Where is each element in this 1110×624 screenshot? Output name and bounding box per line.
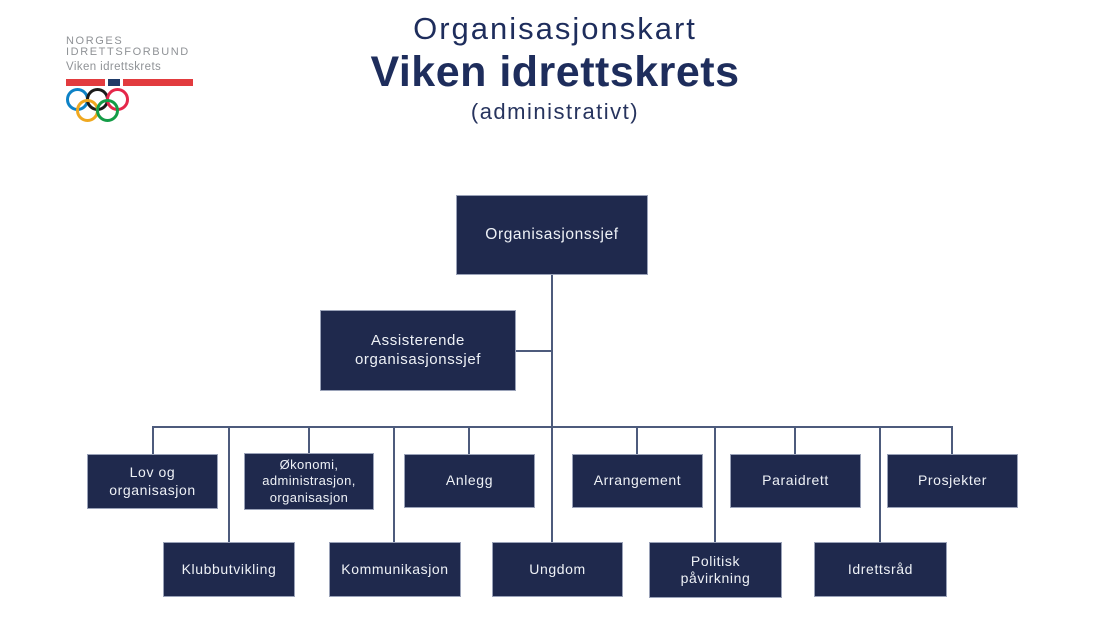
page-subtitle: Viken idrettskrets [370, 48, 740, 97]
connector-drop-politisk [714, 426, 716, 542]
connector-drop-paraidrett [794, 426, 796, 454]
org-node-kommunikasjon: Kommunikasjon [329, 542, 461, 597]
connector-drop-anlegg [468, 426, 470, 454]
connector-drop-kommunikasjon [393, 426, 395, 542]
org-node-lov-og-organisasjon: Lov og organisasjon [87, 454, 218, 509]
nif-logo: NORGES IDRETTSFORBUND Viken idrettskrets [66, 35, 196, 122]
org-node-prosjekter: Prosjekter [887, 454, 1018, 508]
org-node-idrettsrad: Idrettsråd [814, 542, 947, 597]
connector-drop-prosjekter [951, 426, 953, 454]
connector-deputy [516, 350, 553, 352]
flag-red-right [123, 79, 193, 86]
logo-org-name-line1: NORGES [66, 35, 124, 47]
olympic-rings-icon [66, 88, 130, 123]
page-header: Organisasjonskart Viken idrettskrets (ad… [0, 11, 1110, 125]
connector-drop-arrangement [636, 426, 638, 454]
org-node-okonomi: Økonomi, administrasjon, organisasjon [244, 453, 374, 510]
org-node-anlegg: Anlegg [404, 454, 535, 508]
logo-org-name-line2: IDRETTSFORBUND [66, 46, 190, 59]
org-node-ungdom: Ungdom [492, 542, 623, 597]
org-node-paraidrett: Paraidrett [730, 454, 861, 508]
org-node-organisasjonssjef: Organisasjonssjef [456, 195, 648, 275]
logo-region-name: Viken idrettskrets [66, 61, 162, 74]
olympic-ring-green [96, 99, 119, 122]
org-node-arrangement: Arrangement [572, 454, 703, 508]
page-title: Organisasjonskart [413, 11, 697, 46]
connector-drop-lov [152, 426, 154, 454]
connector-drop-klubb [228, 426, 230, 542]
connector-bus [152, 426, 953, 428]
connector-drop-idrettsrad [879, 426, 881, 542]
org-node-klubbutvikling: Klubbutvikling [163, 542, 295, 597]
org-node-politisk-pavirkning: Politisk påvirkning [649, 542, 782, 598]
page-note: (administrativt) [470, 98, 640, 124]
org-node-assisterende: Assisterende organisasjonssjef [320, 310, 516, 391]
norwegian-flag-bar [66, 79, 193, 86]
connector-drop-okonomi [308, 426, 310, 454]
flag-navy-center [108, 79, 120, 86]
connector-trunk [551, 275, 553, 542]
flag-red-left [66, 79, 105, 86]
